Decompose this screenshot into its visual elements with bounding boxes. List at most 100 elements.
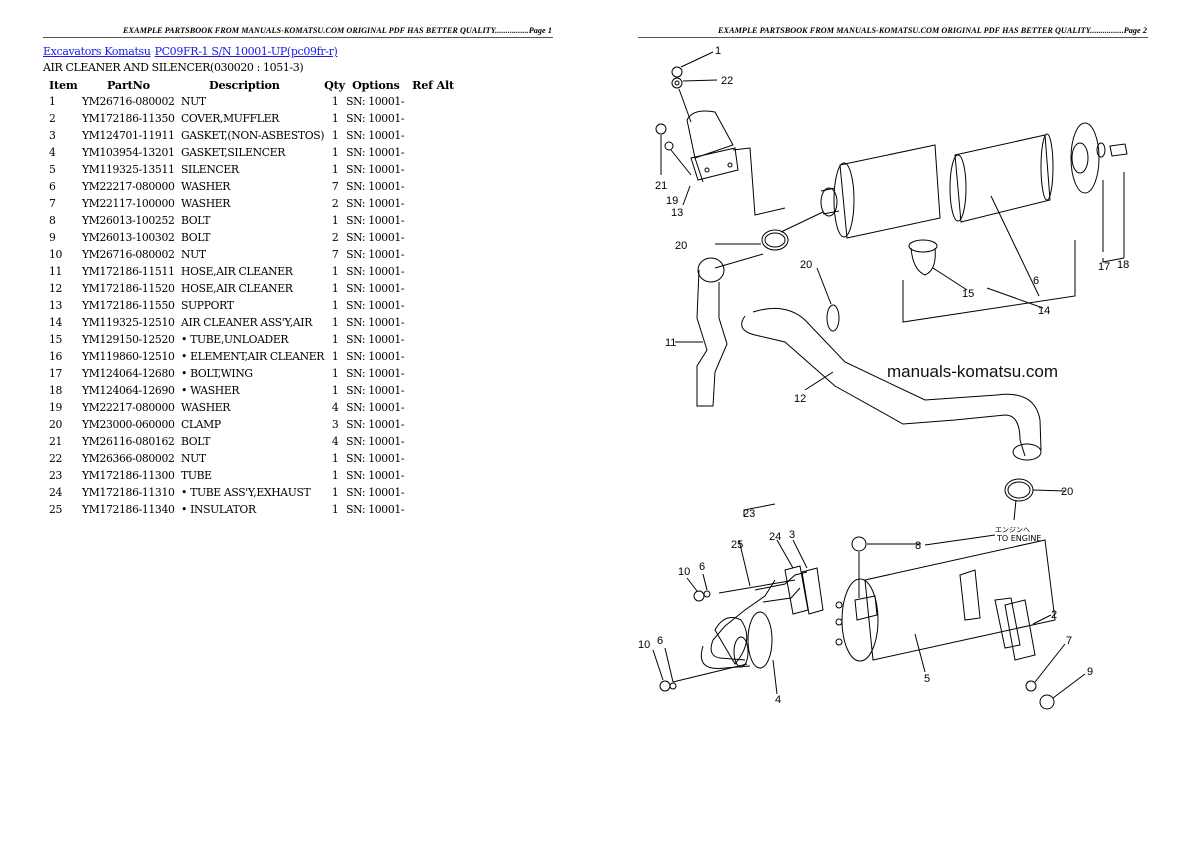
cell-qty: 1 [331, 452, 339, 465]
callout-11: 11 [665, 337, 676, 349]
cell-options: SN: 10001- [346, 180, 405, 193]
cell-description: HOSE,AIR CLEANER [181, 265, 293, 278]
callout-12: 12 [794, 393, 806, 405]
breadcrumb-link-model[interactable]: PC09FR-1 S/N 10001-UP(pc09fr-r) [154, 45, 338, 58]
cell-qty: 1 [331, 486, 339, 499]
cell-item: 19 [49, 401, 63, 414]
page-2: EXAMPLE PARTSBOOK FROM MANUALS-KOMATSU.C… [595, 0, 1190, 842]
cell-ref-alt [412, 178, 462, 195]
cell-description: WASHER [181, 180, 231, 193]
cell-partno: YM26116-080162 [82, 435, 175, 448]
cell-options: SN: 10001- [346, 452, 405, 465]
cell-ref-alt [412, 263, 462, 280]
cell-qty: 1 [331, 333, 339, 346]
callout-22: 22 [721, 75, 733, 87]
cell-item: 1 [49, 95, 56, 108]
breadcrumb-link-excavators[interactable]: Excavators Komatsu [43, 45, 151, 58]
callout-18: 18 [1117, 259, 1129, 271]
cell-options: SN: 10001- [346, 316, 405, 329]
callout-20: 20 [800, 259, 812, 271]
callout-15: 15 [962, 288, 974, 300]
callout-17: 17 [1098, 261, 1110, 273]
cell-ref-alt [412, 467, 462, 484]
cell-description: • ELEMENT,AIR CLEANER [181, 350, 325, 363]
callout-25: 25 [731, 539, 743, 551]
table-header-row: Item PartNo Description Qty Options Ref … [43, 76, 462, 93]
cell-item: 23 [49, 469, 63, 482]
cell-ref-alt [412, 399, 462, 416]
cell-description: NUT [181, 248, 206, 261]
cell-ref-alt [412, 127, 462, 144]
cell-qty: 1 [331, 163, 339, 176]
cell-item: 21 [49, 435, 63, 448]
cell-qty: 1 [331, 469, 339, 482]
cell-partno: YM22117-100000 [82, 197, 175, 210]
cell-qty: 1 [331, 95, 339, 108]
cell-partno: YM103954-13201 [82, 146, 175, 159]
callout-6: 6 [1033, 275, 1039, 287]
callout-14: 14 [1038, 305, 1050, 317]
cell-qty: 1 [331, 350, 339, 363]
cell-qty: 2 [331, 231, 339, 244]
support-bracket-icon [686, 110, 739, 183]
callout-20: 20 [1061, 486, 1073, 498]
hose-icon [741, 307, 1042, 461]
cell-options: SN: 10001- [346, 214, 405, 227]
cell-ref-alt [412, 93, 462, 110]
cell-item: 24 [49, 486, 63, 499]
callout-21: 21 [655, 180, 667, 192]
cell-item: 10 [49, 248, 63, 261]
cell-description: TUBE [181, 469, 212, 482]
cell-description: AIR CLEANER ASS'Y,AIR [181, 316, 313, 329]
cell-partno: YM119325-13511 [82, 163, 175, 176]
cell-ref-alt [412, 110, 462, 127]
silencer-icon [835, 539, 1056, 662]
cell-item: 12 [49, 282, 63, 295]
cell-partno: YM23000-060000 [82, 418, 175, 431]
callout-20: 20 [675, 240, 687, 252]
cell-item: 6 [49, 180, 56, 193]
cell-item: 25 [49, 503, 63, 516]
cell-ref-alt [412, 382, 462, 399]
cell-qty: 3 [331, 418, 339, 431]
cell-description: • WASHER [181, 384, 240, 397]
cell-options: SN: 10001- [346, 435, 405, 448]
cell-options: SN: 10001- [346, 418, 405, 431]
cell-item: 11 [49, 265, 63, 278]
cell-item: 7 [49, 197, 56, 210]
cell-options: SN: 10001- [346, 248, 405, 261]
cell-partno: YM26716-080002 [82, 248, 175, 261]
cell-item: 3 [49, 129, 56, 142]
cell-description: GASKET,SILENCER [181, 146, 285, 159]
cell-ref-alt [412, 331, 462, 348]
callout-13: 13 [671, 207, 683, 219]
cell-partno: YM22217-080000 [82, 180, 175, 193]
callout-3: 3 [789, 529, 795, 541]
cell-partno: YM129150-12520 [82, 333, 175, 346]
cell-item: 8 [49, 214, 56, 227]
to-engine-label: TO ENGINE [996, 534, 1041, 543]
header-partno: PartNo [107, 77, 150, 92]
cell-options: SN: 10001- [346, 333, 405, 346]
cell-partno: YM22217-080000 [82, 401, 175, 414]
cell-description: SILENCER [181, 163, 239, 176]
callout-2: 2 [1051, 609, 1057, 621]
cell-options: SN: 10001- [346, 384, 405, 397]
cell-item: 16 [49, 350, 63, 363]
page-header: EXAMPLE PARTSBOOK FROM MANUALS-KOMATSU.C… [123, 26, 552, 35]
cell-ref-alt [412, 314, 462, 331]
cell-qty: 1 [331, 299, 339, 312]
cell-options: SN: 10001- [346, 503, 405, 516]
cell-options: SN: 10001- [346, 265, 405, 278]
cell-description: NUT [181, 95, 206, 108]
